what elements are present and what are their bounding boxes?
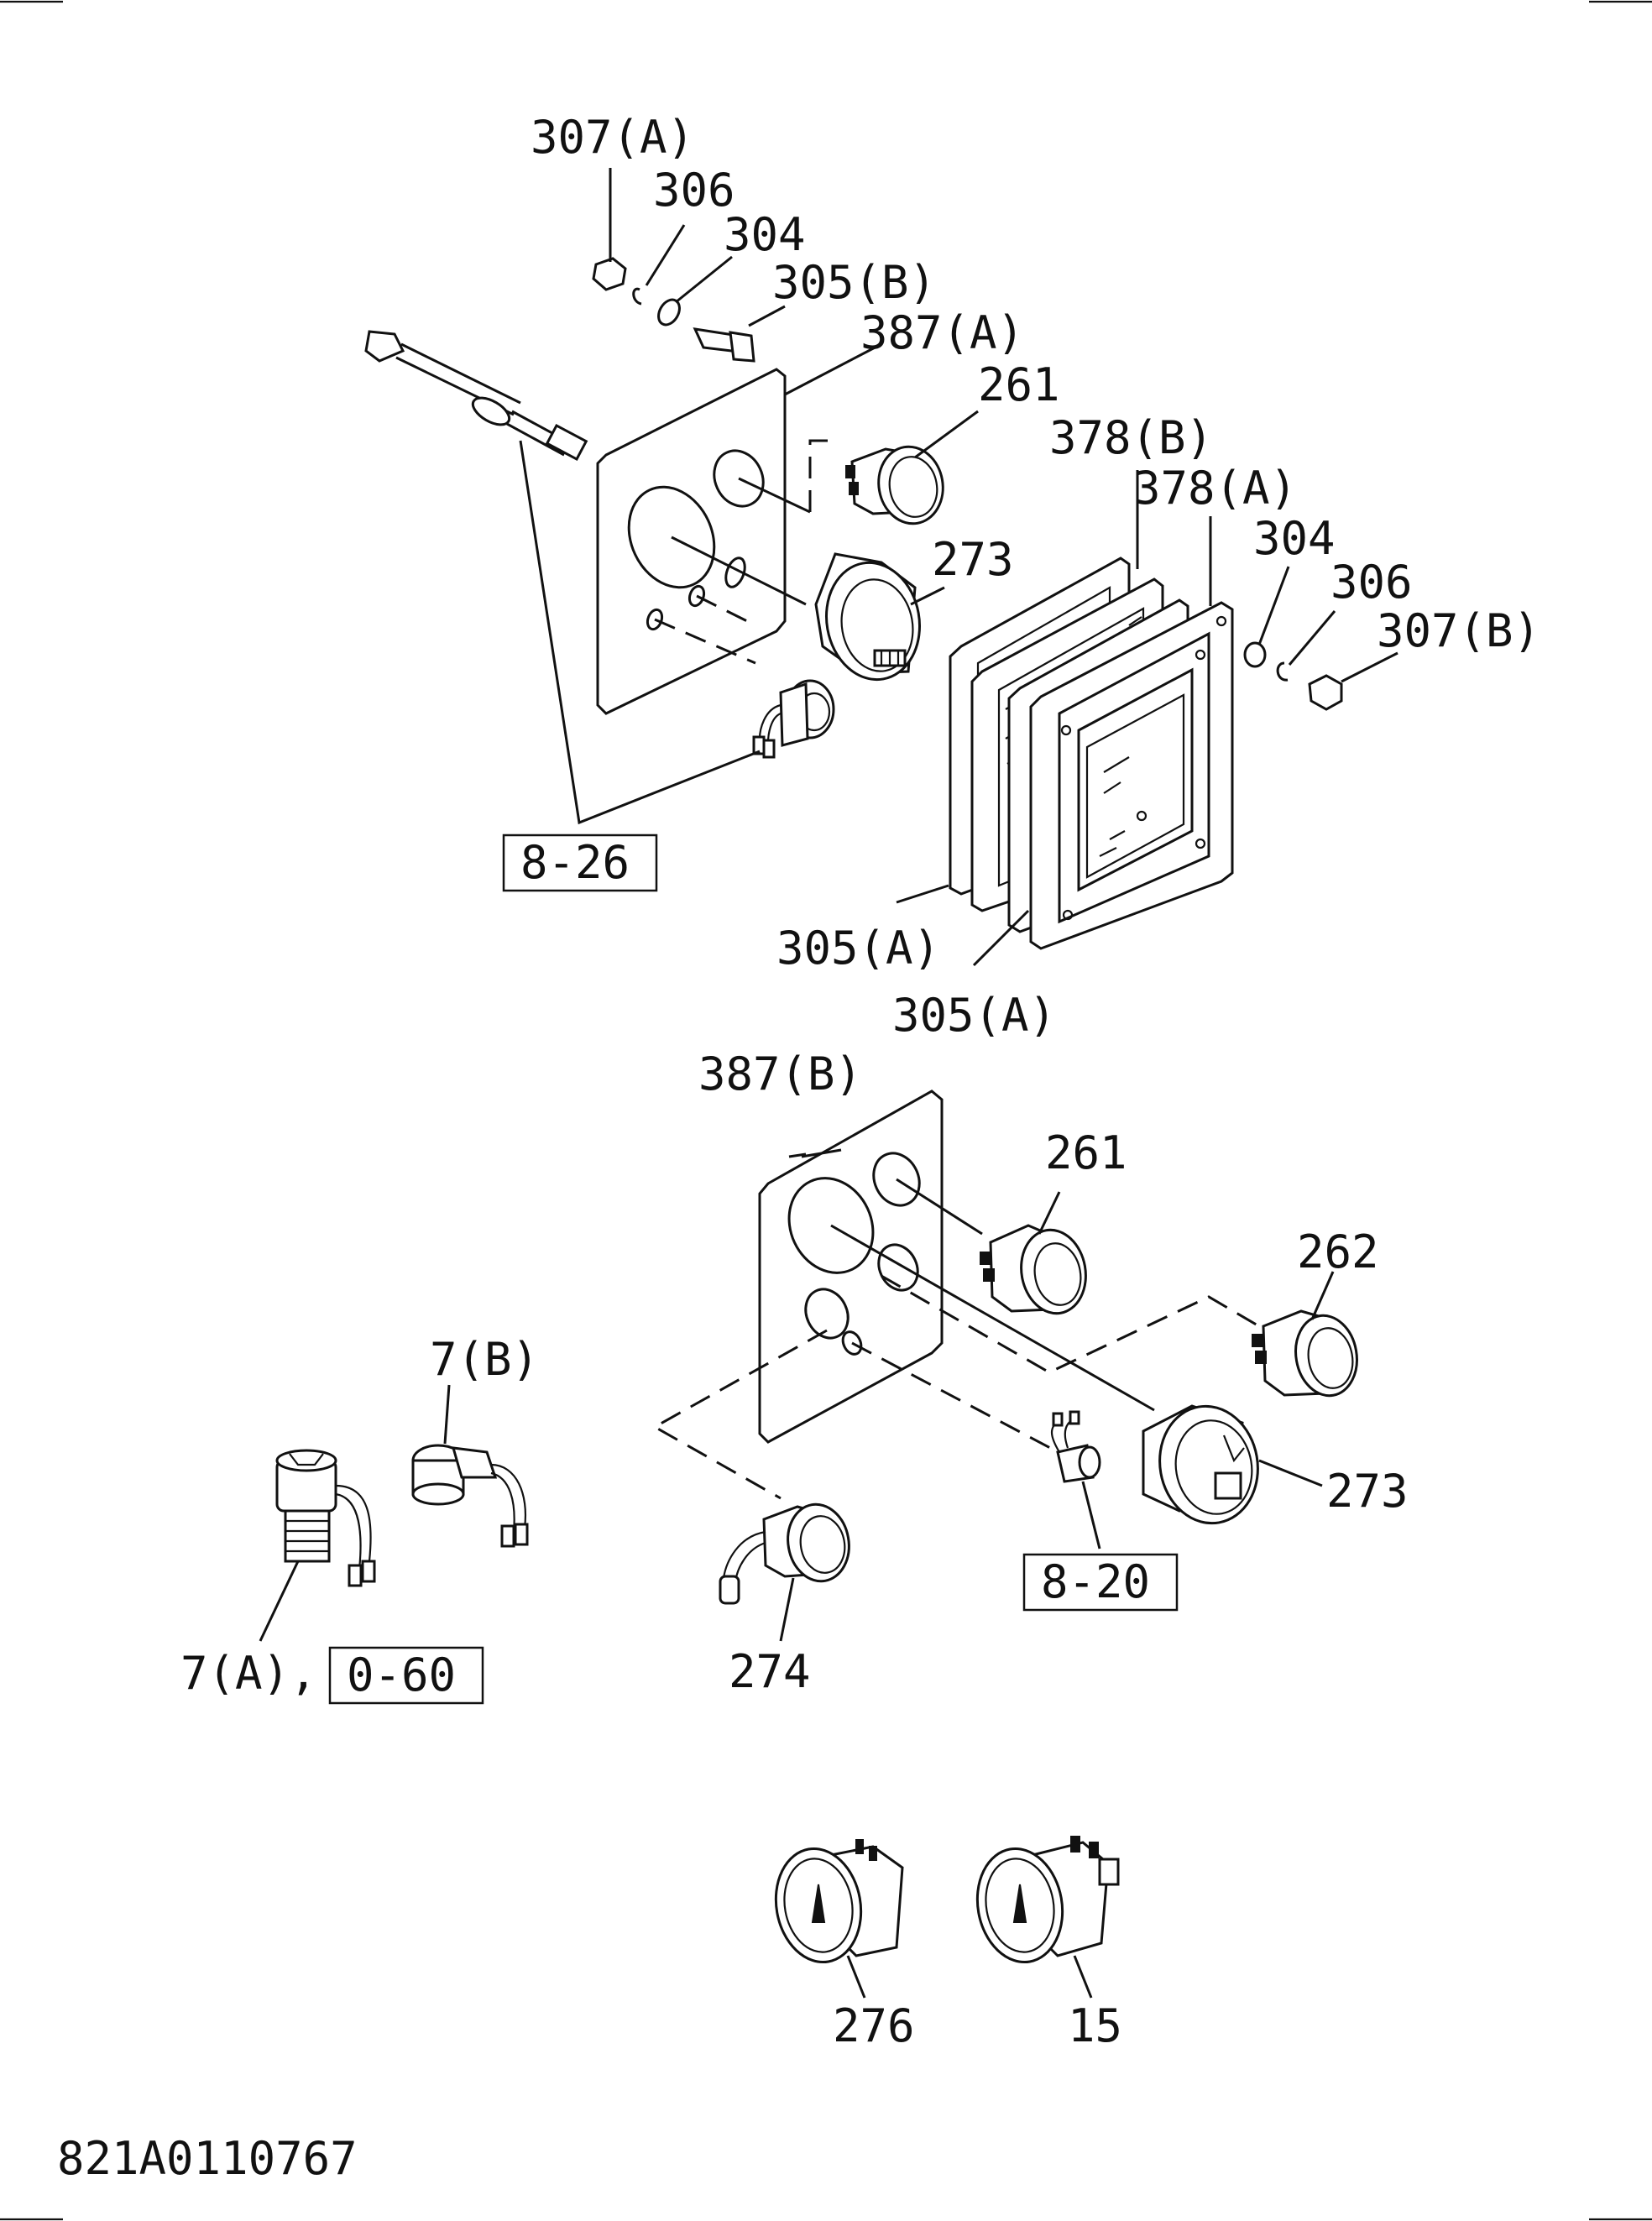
label-7b: 7(B) <box>430 1333 539 1386</box>
ref-box-8-20 <box>1022 1553 1179 1612</box>
label-307a: 307(A) <box>531 111 694 164</box>
panel-387b <box>651 1090 1260 1500</box>
document-id: 821A0110767 <box>57 2132 358 2185</box>
hardware-right <box>1243 566 1398 711</box>
gauge-262 <box>1252 1271 1358 1398</box>
label-261-bottom: 261 <box>1045 1126 1127 1179</box>
label-387b: 387(B) <box>698 1048 862 1100</box>
label-7a: 7(A), <box>180 1647 317 1700</box>
label-306-right: 306 <box>1330 556 1413 609</box>
ref-8-20: 8-20 <box>1041 1555 1150 1608</box>
label-15: 15 <box>1068 1999 1122 2052</box>
label-273-top: 273 <box>932 533 1014 586</box>
label-261-top: 261 <box>978 358 1060 411</box>
cable-assembly <box>364 330 588 462</box>
gauge-261-top <box>845 410 979 525</box>
label-305a-1: 305(A) <box>776 922 940 975</box>
reference-boxes: 8-26 8-20 0-60 <box>328 834 1179 1705</box>
hardware-top <box>592 168 786 363</box>
sensor-bottom <box>1050 1410 1101 1549</box>
label-378b: 378(B) <box>1049 411 1213 464</box>
label-378a: 378(A) <box>1133 462 1297 515</box>
frame-leaders <box>896 470 1212 967</box>
leader-8-26 <box>519 440 761 825</box>
ref-box-8-26 <box>502 834 658 892</box>
label-274: 274 <box>729 1645 811 1698</box>
label-276: 276 <box>833 1999 915 2052</box>
sensor-top <box>752 679 835 759</box>
gauge-273-top <box>814 552 945 682</box>
gauge-15 <box>975 1836 1120 1999</box>
gauge-273-bottom <box>1142 1404 1323 1525</box>
frame-stack <box>949 557 1234 950</box>
part-7b <box>411 1384 529 1548</box>
ref-0-60: 0-60 <box>347 1649 456 1701</box>
label-305b: 305(B) <box>772 256 936 309</box>
ref-8-26: 8-26 <box>520 836 630 889</box>
panel-387a <box>596 342 882 715</box>
label-306-top: 306 <box>653 164 735 217</box>
part-7a <box>259 1449 376 1642</box>
label-262: 262 <box>1297 1225 1379 1278</box>
label-304-top: 304 <box>724 208 806 261</box>
gauge-261-bottom <box>980 1191 1087 1315</box>
label-305a-2: 305(A) <box>892 989 1056 1042</box>
gauge-276 <box>774 1839 904 1999</box>
gauge-274 <box>719 1502 850 1642</box>
label-387a: 387(A) <box>860 306 1024 359</box>
label-307b: 307(B) <box>1377 604 1540 657</box>
label-304-right: 304 <box>1253 512 1336 565</box>
label-273-bottom: 273 <box>1326 1465 1409 1518</box>
part-labels: 307(A) 306 304 305(B) 387(A) 261 378(B) … <box>180 111 1540 2052</box>
ref-box-0-60 <box>328 1646 484 1705</box>
